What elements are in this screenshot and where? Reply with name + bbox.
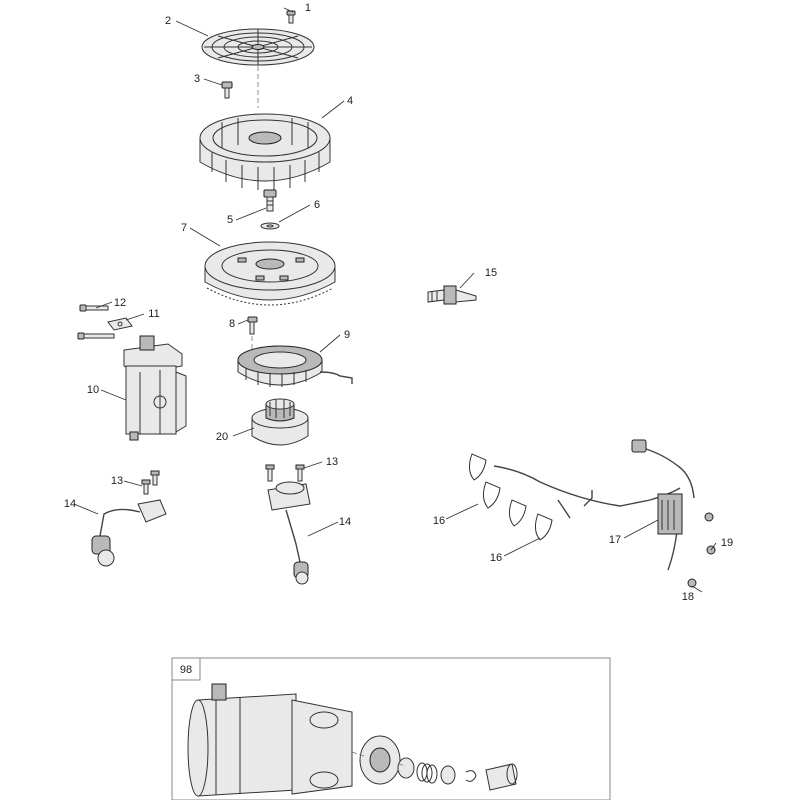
part-1-screw[interactable] (286, 10, 296, 24)
part-11-bracket[interactable] (107, 317, 133, 331)
callout-labels: 1 2 3 4 5 6 7 15 12 11 8 9 10 20 13 13 1… (64, 2, 733, 603)
part-4-blower-fan[interactable] (199, 113, 331, 190)
leader-lines (73, 7, 717, 593)
callout-2: 2 (165, 15, 171, 27)
callout-5: 5 (227, 214, 233, 226)
part-16-wire-clips[interactable] (468, 453, 553, 541)
part-7-flywheel[interactable] (204, 241, 336, 306)
inset-retainer-clip[interactable] (465, 770, 477, 782)
callout-14-left: 14 (64, 498, 76, 510)
part-13-screws-right[interactable] (265, 464, 305, 482)
inset-stop-ring[interactable] (440, 765, 456, 785)
callout-8: 8 (229, 318, 235, 330)
callout-14-right: 14 (339, 516, 351, 528)
inset-end-bracket[interactable] (291, 699, 353, 795)
inset-frame (171, 657, 611, 800)
inset-pinion-gear[interactable] (359, 735, 401, 785)
callout-20: 20 (216, 431, 228, 443)
callout-12: 12 (114, 297, 126, 309)
callout-18: 18 (682, 591, 694, 603)
part-15-spark-plug[interactable] (427, 285, 477, 305)
part-8-screw[interactable] (247, 316, 258, 335)
callout-19: 19 (721, 537, 733, 549)
callout-17: 17 (609, 534, 621, 546)
callout-9: 9 (344, 329, 350, 341)
inset-label-box (171, 657, 201, 681)
inset-98[interactable]: 98 (171, 657, 611, 800)
part-17-wiring-harness[interactable] (493, 439, 695, 571)
inset-starter-housing[interactable] (187, 683, 297, 797)
callout-4: 4 (347, 95, 353, 107)
callout-7: 7 (181, 222, 187, 234)
part-6-washer[interactable] (260, 222, 280, 230)
part-10-starter-motor[interactable] (123, 335, 187, 441)
part-14-ignition-coil-left[interactable] (91, 499, 167, 567)
part-13-screws-left[interactable] (141, 470, 160, 495)
callout-1: 1 (305, 2, 311, 14)
callout-13-right: 13 (326, 456, 338, 468)
part-2-grille-screen[interactable] (201, 28, 315, 66)
part-9-stator[interactable] (237, 345, 353, 387)
inset-label: 98 (180, 664, 192, 676)
callout-3: 3 (194, 73, 200, 85)
part-19-screws[interactable] (704, 512, 716, 555)
part-14-ignition-coil-right[interactable] (267, 481, 311, 585)
inset-dust-cap[interactable] (485, 763, 518, 791)
callout-13-left: 13 (111, 475, 123, 487)
part-20-drive-pinion[interactable] (251, 398, 309, 446)
part-3-bolt[interactable] (221, 81, 233, 99)
callout-10: 10 (87, 384, 99, 396)
callout-15: 15 (485, 267, 497, 279)
callout-11: 11 (148, 308, 159, 320)
callout-16-upper: 16 (433, 515, 445, 527)
callout-6: 6 (314, 199, 320, 211)
inset-collar[interactable] (397, 757, 415, 779)
part-18-screw[interactable] (687, 578, 697, 588)
part-5-flywheel-bolt[interactable] (263, 189, 277, 212)
callout-16-lower: 16 (490, 552, 502, 564)
inset-spring[interactable] (416, 762, 438, 784)
